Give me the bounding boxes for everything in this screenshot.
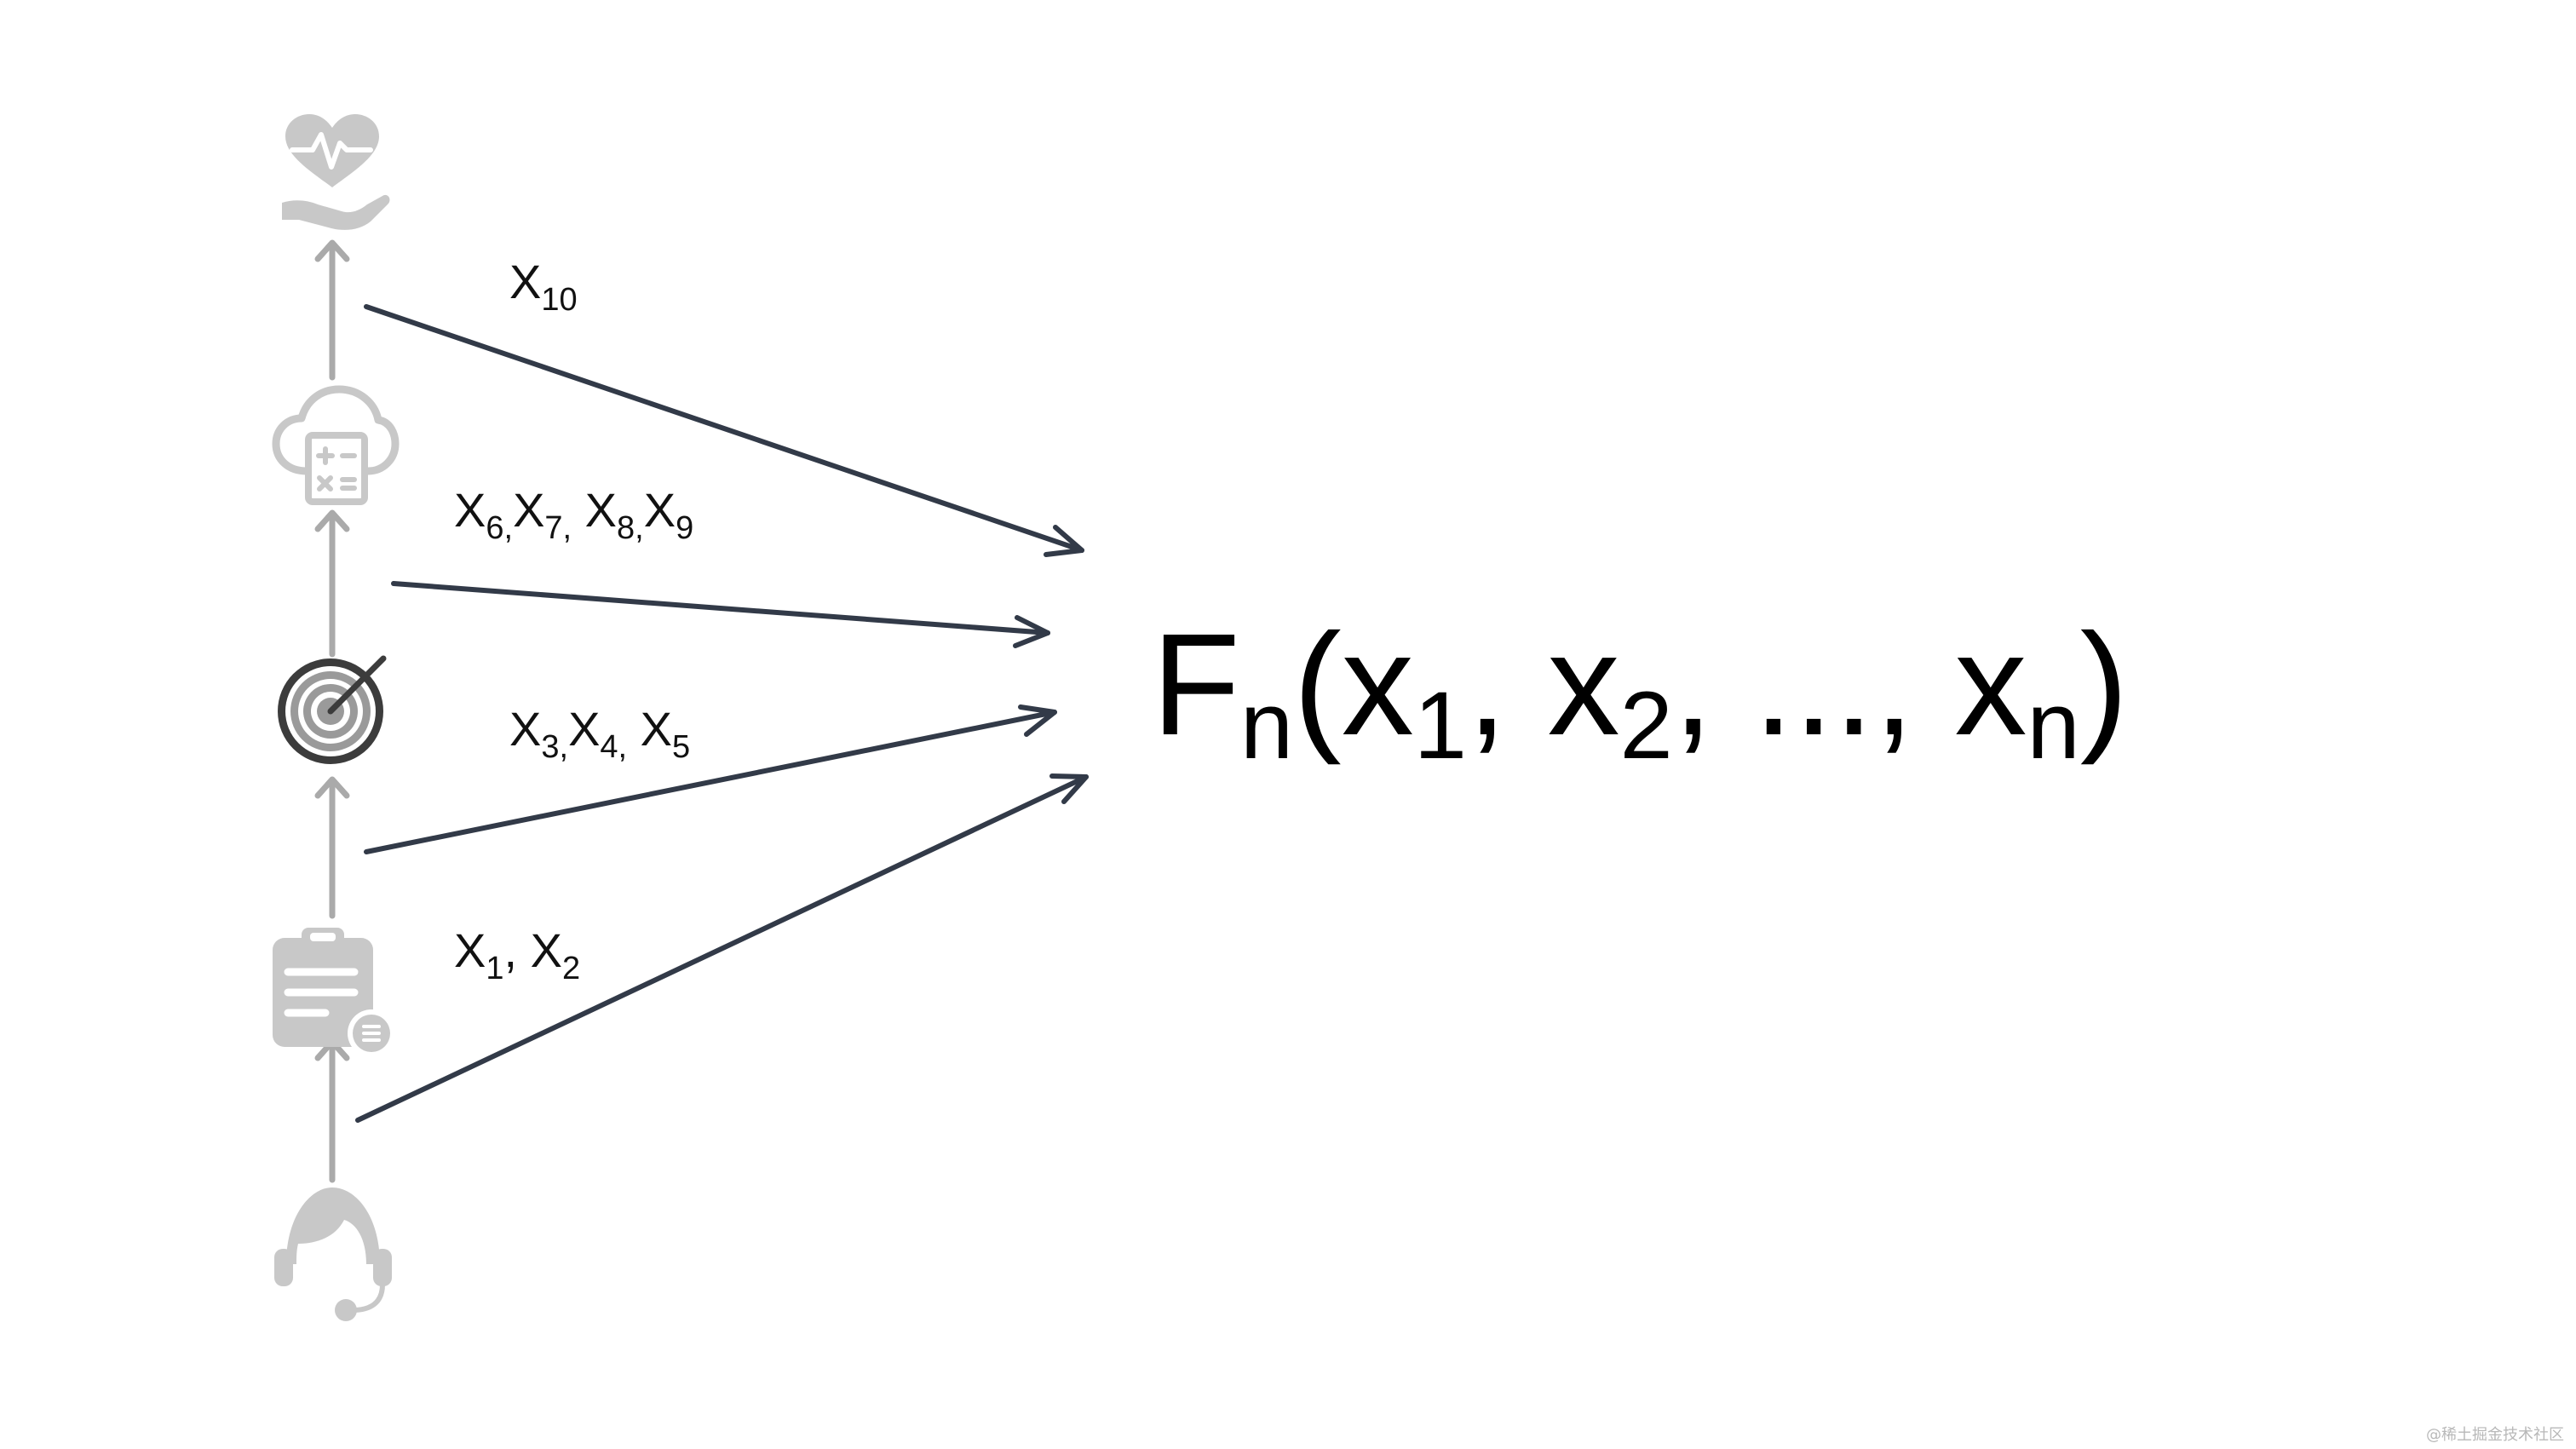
input-arrows: [355, 304, 1089, 1123]
arrow-from-clipboard: [355, 773, 1089, 1123]
arrow-from-target: [364, 704, 1057, 854]
label-x3-x5: X3,X4, X5: [509, 702, 690, 765]
arrow-from-health-care: [364, 304, 1084, 557]
health-care-icon: [282, 114, 390, 230]
chain-arrow-4: [314, 1038, 350, 1183]
chain-arrow-1: [314, 239, 350, 381]
clipboard-icon: [273, 928, 395, 1057]
arrow-from-cloud-calculator: [391, 581, 1050, 648]
chain-arrows: [314, 239, 350, 1183]
label-x6-x9: X6,X7, X8,X9: [454, 483, 693, 546]
chain-arrow-3: [314, 776, 350, 919]
target-icon: [278, 655, 387, 764]
watermark: @稀土掘金技术社区: [2426, 1426, 2564, 1444]
label-x1-x2: X1, X2: [454, 923, 580, 986]
chain-arrow-2: [314, 509, 350, 658]
label-x10: X10: [509, 255, 578, 318]
customer-service-icon: [274, 1187, 392, 1321]
function-formula: Fn(x1, x2, ..., xn): [1152, 604, 2128, 779]
cloud-calculator-icon: [272, 385, 400, 505]
